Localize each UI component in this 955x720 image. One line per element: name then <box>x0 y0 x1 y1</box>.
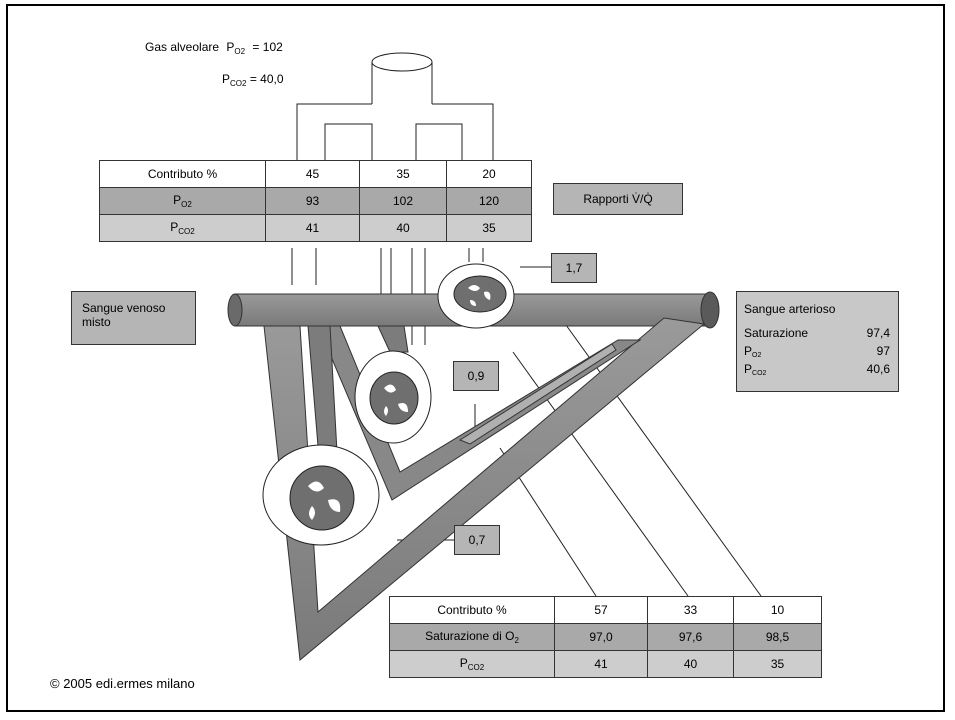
table-row: Contributo % 57 33 10 <box>389 596 822 624</box>
table-cell: 98,5 <box>733 623 822 651</box>
table-row: PCO2 41 40 35 <box>389 650 822 678</box>
alveolar-gas-pco2: PCO2 = 40,0 <box>222 72 284 88</box>
table-cell: 45 <box>265 160 360 188</box>
ratio-box-low: 0,7 <box>454 525 500 555</box>
table-cell: 20 <box>446 160 532 188</box>
venoso-line1: Sangue venoso <box>82 301 166 315</box>
arterial-po2-value: 97 <box>876 344 890 358</box>
table-row: Saturazione di O2 97,0 97,6 98,5 <box>389 623 822 651</box>
alveolus-mid <box>354 350 432 444</box>
ratio-box-high: 1,7 <box>551 253 597 283</box>
table-cell: 10 <box>733 596 822 624</box>
alveolar-pco2-value: = 40,0 <box>249 72 284 86</box>
table-cell: 40 <box>647 650 734 678</box>
table-cell: 33 <box>647 596 734 624</box>
po2-subscript: O2 <box>234 47 246 56</box>
arterial-po2-label: PO2 <box>744 344 762 359</box>
alveolus-low <box>262 444 380 546</box>
arterial-pco2-value: 40,6 <box>866 362 890 376</box>
ratio-box-mid: 0,9 <box>453 361 499 391</box>
rapporti-vq-box: Rapporti V̇/Q̇ <box>553 183 683 215</box>
row-label: Contributo % <box>99 160 266 188</box>
saturazione-label: Saturazione <box>744 326 809 340</box>
table-cell: 120 <box>446 187 532 215</box>
alveolar-po2-value: = 102 <box>252 40 283 54</box>
airway-tree <box>291 52 494 345</box>
pco2-symbol: P <box>222 72 231 86</box>
table-cell: 57 <box>554 596 648 624</box>
arterial-pco2-label: PCO2 <box>744 362 767 377</box>
ratio-value: 0,7 <box>468 533 486 547</box>
alveolar-gas-po2: Gas alveolare PO2 = 102 <box>145 40 283 56</box>
table-row: PCO2 41 40 35 <box>99 214 532 242</box>
table-cell: 102 <box>359 187 447 215</box>
table-cell: 35 <box>446 214 532 242</box>
arterial-blood-box: Sangue arterioso Saturazione 97,4 PO2 97… <box>736 291 899 392</box>
alveolus-high <box>437 263 515 329</box>
row-label: PCO2 <box>99 214 266 242</box>
row-label: Saturazione di O2 <box>389 623 555 651</box>
mixed-venous-blood-box: Sangue venoso misto <box>71 291 196 345</box>
figure-frame <box>6 4 945 712</box>
copyright-notice: © 2005 edi.ermes milano <box>50 676 195 691</box>
venoso-line2: misto <box>82 315 111 329</box>
row-label: Contributo % <box>389 596 555 624</box>
pco2-subscript: CO2 <box>230 79 247 88</box>
rapporti-label: Rapporti V̇/Q̇ <box>583 192 653 206</box>
table-cell: 93 <box>265 187 360 215</box>
row-label: PO2 <box>99 187 266 215</box>
bottom-table: Contributo % 57 33 10 Saturazione di O2 … <box>389 596 822 678</box>
alveolar-gas-label: Gas alveolare <box>145 40 220 54</box>
top-table: Contributo % 45 35 20 PO2 93 102 120 PCO… <box>99 160 532 242</box>
ratio-value: 0,9 <box>467 369 485 383</box>
table-cell: 97,6 <box>647 623 734 651</box>
po2-symbol: P <box>226 40 235 54</box>
table-cell: 40 <box>359 214 447 242</box>
table-cell: 41 <box>265 214 360 242</box>
table-row: Contributo % 45 35 20 <box>99 160 532 188</box>
table-cell: 35 <box>359 160 447 188</box>
table-cell: 97,0 <box>554 623 648 651</box>
table-cell: 35 <box>733 650 822 678</box>
arterial-title: Sangue arterioso <box>744 302 836 316</box>
ratio-value: 1,7 <box>565 261 583 275</box>
saturazione-value: 97,4 <box>866 326 890 340</box>
row-label: PCO2 <box>389 650 555 678</box>
table-cell: 41 <box>554 650 648 678</box>
table-row: PO2 93 102 120 <box>99 187 532 215</box>
